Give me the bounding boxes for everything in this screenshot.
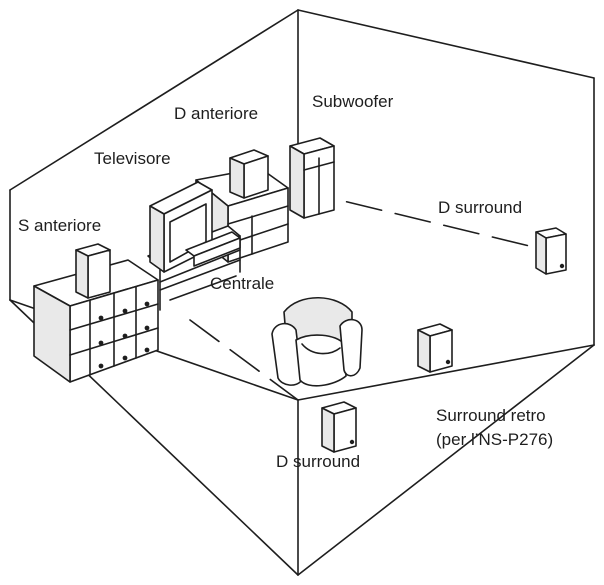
subwoofer xyxy=(289,137,335,219)
front-left-speaker xyxy=(75,243,111,299)
surround-back-speaker xyxy=(417,323,453,373)
surround-right-back-speaker xyxy=(535,227,567,275)
label-front-right: D anteriore xyxy=(174,104,259,123)
armchair xyxy=(271,296,363,387)
center-speaker xyxy=(185,231,241,267)
label-television: Televisore xyxy=(94,149,171,168)
label-subwoofer: Subwoofer xyxy=(312,92,394,111)
label-surround-back-line2: (per l’NS-P276) xyxy=(436,430,554,449)
surround-right-front-speaker xyxy=(321,401,357,453)
label-center: Centrale xyxy=(210,274,275,293)
label-front-left: S anteriore xyxy=(18,216,102,235)
label-surround-right-back: D surround xyxy=(438,198,523,217)
label-surround-back-line1: Surround retro xyxy=(436,406,546,425)
front-right-speaker xyxy=(229,149,269,199)
label-surround-right-front: D surround xyxy=(276,452,361,471)
